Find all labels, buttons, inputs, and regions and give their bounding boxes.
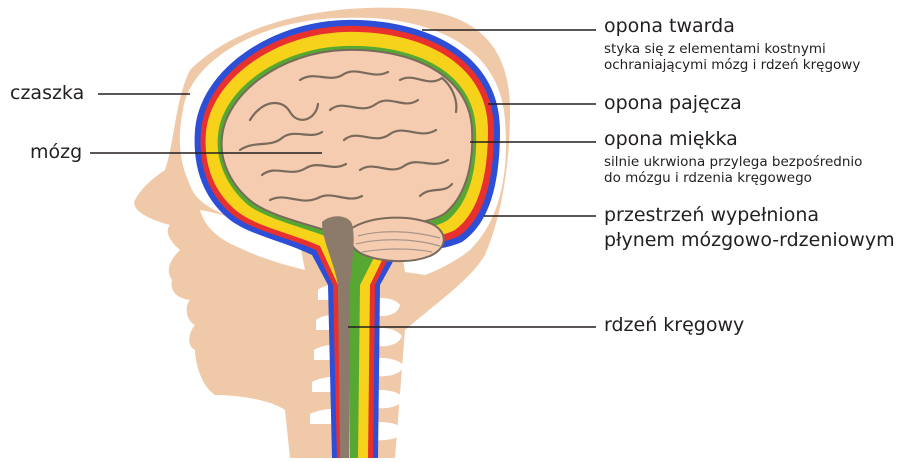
label-skull: czaszka [10, 84, 84, 103]
label-pia-desc-2: do mózgu i rdzenia kręgowego [604, 171, 812, 186]
label-dura-desc-2: ochraniającymi mózg i rdzeń kręgowy [604, 58, 860, 73]
label-pia-mater: opona miękka [604, 130, 738, 149]
label-brain: mózg [30, 143, 82, 162]
label-spinal-cord: rdzeń kręgowy [604, 316, 744, 335]
label-pia-desc-1: silnie ukrwiona przylega bezpośrednio [604, 155, 862, 170]
label-csf-space-1: przestrzeń wypełniona [604, 206, 819, 225]
label-arachnoid: opona pajęcza [604, 94, 742, 113]
label-csf-space-2: płynem mózgowo-rdzeniowym [604, 231, 895, 250]
label-dura-mater: opona twarda [604, 17, 735, 36]
label-dura-desc-1: styka się z elementami kostnymi [604, 42, 826, 57]
